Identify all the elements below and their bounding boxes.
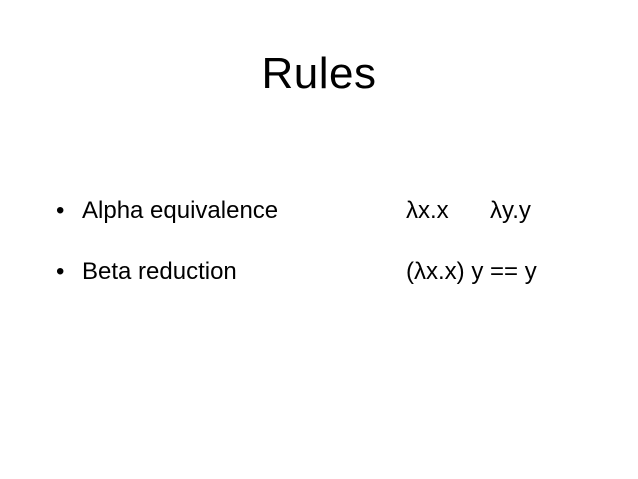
rule-item-alpha: • Alpha equivalence λx.x λy.y [56,191,616,231]
rule-example-left: λx.x [406,197,449,224]
rule-item-beta: • Beta reduction (λx.x) y == y [56,252,616,292]
rule-term: Beta reduction [82,258,237,285]
slide-title: Rules [261,49,377,98]
rule-example-right: λy.y [490,197,531,224]
bullet-icon: • [56,258,65,285]
bullet-icon: • [56,197,65,224]
rule-example: (λx.x) y == y [406,258,537,285]
rule-term: Alpha equivalence [82,197,279,224]
